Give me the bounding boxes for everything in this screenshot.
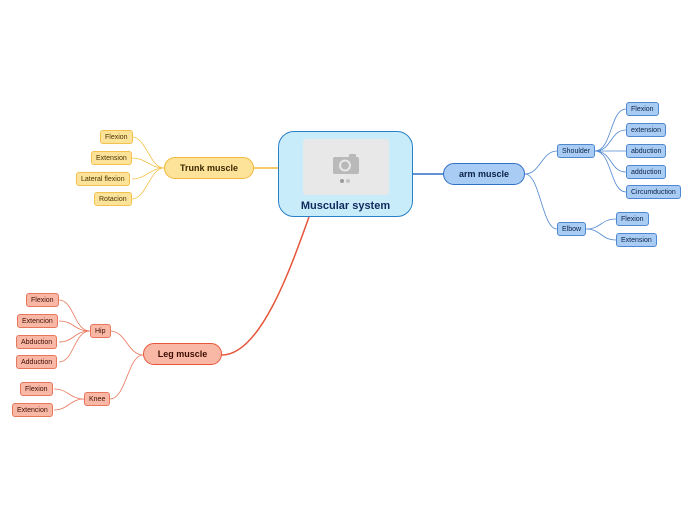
main-topic-trunk-muscle[interactable]: Trunk muscle bbox=[164, 157, 254, 179]
elbow-subtopic-extension[interactable]: Extension bbox=[616, 233, 657, 247]
image-placeholder bbox=[302, 139, 389, 195]
shoulder-subtopic-abduction[interactable]: abduction bbox=[626, 144, 667, 158]
connector-arm-shoulder bbox=[524, 150, 558, 175]
connector-arm-elbow bbox=[524, 173, 558, 230]
connector-shoulder-circumduction bbox=[594, 150, 627, 193]
connector-shoulder-adduction bbox=[594, 150, 627, 173]
central-topic-title: Muscular system bbox=[300, 200, 391, 212]
connector-hip-flexion bbox=[58, 299, 91, 332]
leg-subtopic-hip[interactable]: Hip bbox=[90, 324, 111, 338]
leg-subtopic-knee[interactable]: Knee bbox=[84, 392, 111, 406]
knee-subtopic-flexion[interactable]: Flexion bbox=[20, 382, 53, 396]
connector-leg-knee bbox=[109, 354, 144, 400]
hip-subtopic-adduction[interactable]: Adduction bbox=[16, 355, 58, 369]
connector-shoulder-extension bbox=[594, 129, 627, 152]
trunk-subtopic-rotacion[interactable]: Rotacion bbox=[94, 192, 132, 206]
central-topic-muscular-system[interactable]: Muscular system bbox=[278, 131, 413, 217]
carousel-dots bbox=[339, 179, 350, 183]
camera-icon bbox=[332, 154, 359, 174]
main-topic-leg-muscle[interactable]: Leg muscle bbox=[143, 343, 222, 365]
connector-root-leg bbox=[221, 216, 310, 356]
shoulder-subtopic-adduction[interactable]: adduction bbox=[626, 165, 667, 179]
arm-subtopic-shoulder[interactable]: Shoulder bbox=[557, 144, 596, 158]
hip-subtopic-extencion[interactable]: Extencion bbox=[17, 314, 58, 328]
knee-subtopic-extencion[interactable]: Extencion bbox=[12, 403, 53, 417]
connector-elbow-flexion bbox=[585, 218, 617, 230]
connector-trunk-flexion bbox=[131, 136, 165, 169]
elbow-subtopic-flexion[interactable]: Flexion bbox=[616, 212, 649, 226]
shoulder-subtopic-circumduction[interactable]: Circumduction bbox=[626, 185, 681, 199]
connector-trunk-extension bbox=[131, 157, 165, 169]
connector-knee-extencion bbox=[53, 398, 85, 411]
trunk-subtopic-flexion[interactable]: Flexion bbox=[100, 130, 133, 144]
hip-subtopic-abduction[interactable]: Abduction bbox=[16, 335, 58, 349]
hip-subtopic-flexion[interactable]: Flexion bbox=[26, 293, 59, 307]
arm-subtopic-elbow[interactable]: Elbow bbox=[557, 222, 587, 236]
connector-elbow-extension bbox=[585, 228, 617, 241]
connector-leg-hip bbox=[109, 330, 144, 356]
connector-hip-extencion bbox=[58, 320, 91, 332]
connector-trunk-rotacion bbox=[131, 167, 165, 200]
main-topic-arm-muscle[interactable]: arm muscle bbox=[443, 163, 525, 185]
connector-shoulder-flexion bbox=[594, 108, 627, 152]
connector-hip-adduction bbox=[58, 330, 91, 363]
trunk-subtopic-extension[interactable]: Extension bbox=[91, 151, 132, 165]
connector-knee-flexion bbox=[53, 388, 85, 400]
connector-hip-abduction bbox=[58, 330, 91, 343]
shoulder-subtopic-extension[interactable]: extension bbox=[626, 123, 666, 137]
trunk-subtopic-lateral-flexion[interactable]: Lateral flexion bbox=[76, 172, 130, 186]
shoulder-subtopic-flexion[interactable]: Flexion bbox=[626, 102, 659, 116]
